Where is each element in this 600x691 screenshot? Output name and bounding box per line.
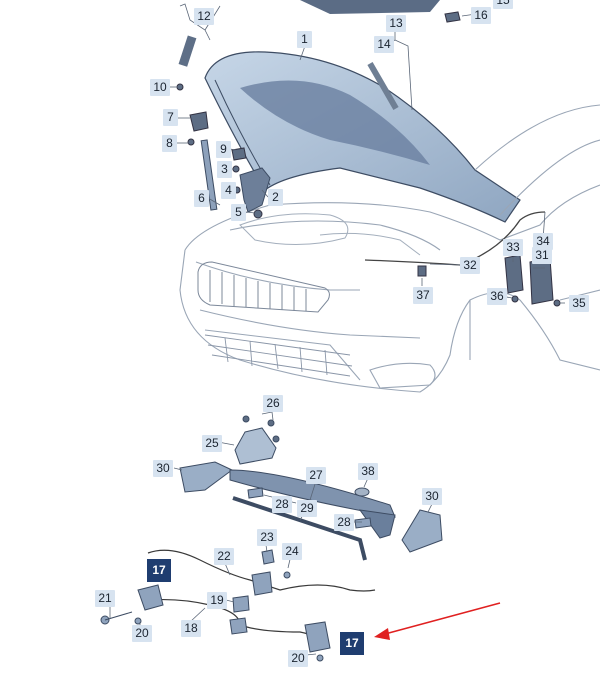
red-arrow (374, 602, 501, 640)
callout-label-12: 12 (194, 8, 214, 25)
callout-label-4: 4 (221, 182, 236, 199)
callout-label-26: 26 (263, 395, 283, 412)
callout-label-32: 32 (460, 257, 480, 274)
callout-label-23: 23 (257, 529, 277, 546)
callout-label-7: 7 (163, 109, 178, 126)
callout-label-37: 37 (413, 287, 433, 304)
front-grille (197, 261, 330, 313)
callout-label-20b: 20 (288, 650, 308, 667)
callout-label-22: 22 (214, 548, 234, 565)
callout-label-28b: 28 (334, 514, 354, 531)
lower-grille (204, 334, 353, 377)
callout-label-5: 5 (231, 204, 246, 221)
hood-seal-14 (367, 61, 399, 111)
callout-label-14: 14 (374, 36, 394, 53)
hood-hinge (239, 167, 271, 213)
callout-label-24: 24 (282, 543, 302, 560)
hood-release-cable (364, 211, 546, 266)
lower-parts (179, 415, 443, 561)
gas-strut (200, 139, 218, 211)
release-handles (100, 549, 331, 662)
callout-label-34: 34 (533, 233, 553, 250)
callout-label-31: 31 (532, 247, 552, 264)
small-fasteners (176, 11, 561, 307)
callout-label-38: 38 (358, 463, 378, 480)
callout-label-28a: 28 (272, 496, 292, 513)
callout-label-25: 25 (202, 435, 222, 452)
callout-label-8: 8 (162, 135, 177, 152)
callout-label-20a: 20 (132, 625, 152, 642)
callout-label-29: 29 (297, 500, 317, 517)
callout-label-35: 35 (569, 295, 589, 312)
callout-label-36: 36 (487, 288, 507, 305)
callout-label-10: 10 (150, 79, 170, 96)
hood-seal-12 (178, 35, 197, 67)
callout-label-19: 19 (207, 592, 227, 609)
callout-label-30a: 30 (153, 460, 173, 477)
callout-label-9: 9 (216, 141, 231, 158)
highlight-label-17-top: 17 (147, 559, 171, 582)
callout-label-2: 2 (268, 189, 283, 206)
callout-label-33: 33 (503, 239, 523, 256)
highlight-label-17-bottom: 17 (340, 632, 364, 655)
callout-label-16: 16 (471, 7, 491, 24)
callout-label-30b: 30 (422, 488, 442, 505)
callout-label-18: 18 (181, 620, 201, 637)
callout-label-13: 13 (386, 15, 406, 32)
callout-label-3: 3 (217, 161, 232, 178)
callout-label-6: 6 (194, 190, 209, 207)
callout-label-15: 15 (493, 0, 513, 9)
callout-label-27: 27 (306, 467, 326, 484)
engine-bay (239, 213, 421, 256)
callout-label-1: 1 (297, 31, 312, 48)
cropped-top-part (300, 0, 440, 14)
callout-label-21: 21 (95, 590, 115, 607)
